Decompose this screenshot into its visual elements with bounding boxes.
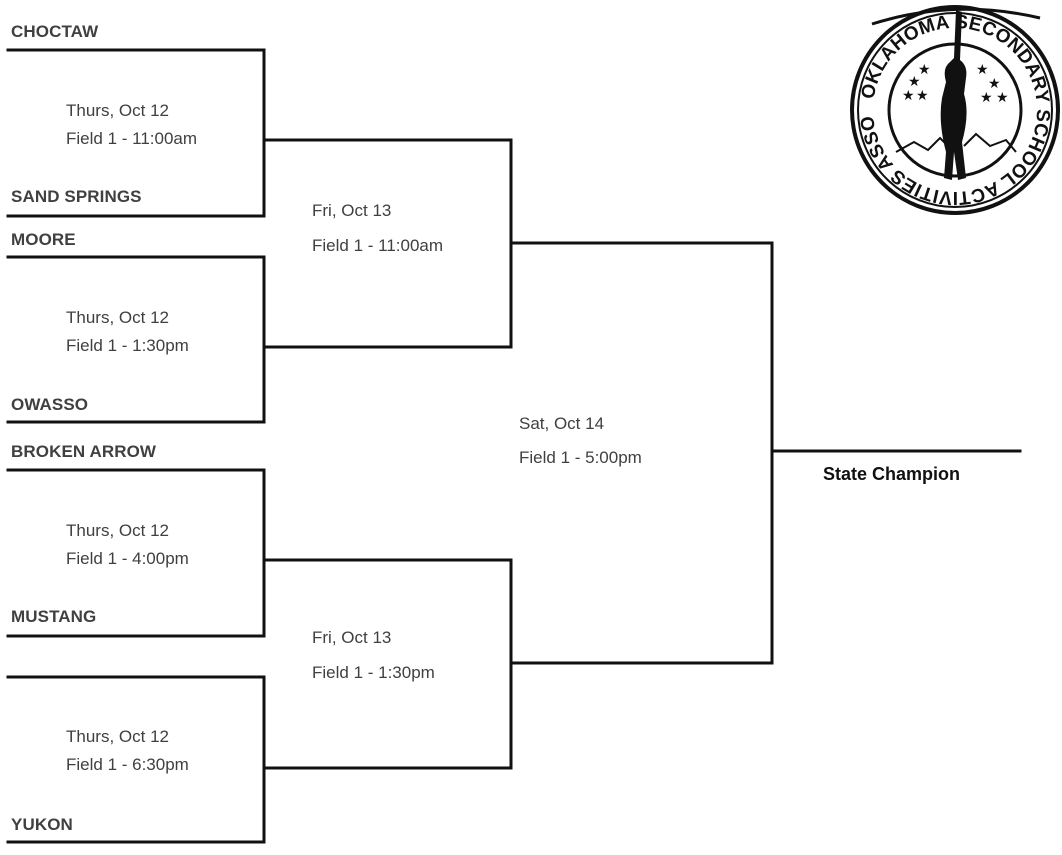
svg-text:★: ★	[902, 88, 915, 104]
state-champion-label: State Champion	[823, 464, 961, 484]
svg-text:★: ★	[996, 90, 1009, 106]
game-field: Field 1 - 4:00pm	[66, 549, 189, 568]
game-field: Field 1 - 6:30pm	[66, 755, 189, 774]
svg-text:★: ★	[988, 76, 1001, 92]
svg-text:★: ★	[916, 88, 929, 104]
final-game-info: Sat, Oct 14 Field 1 - 5:00pm	[519, 407, 642, 475]
game-date: Thurs, Oct 12	[66, 521, 169, 540]
svg-text:★: ★	[976, 62, 989, 78]
r1-game3-bracket	[6, 468, 266, 638]
game-field: Field 1 - 11:00am	[66, 129, 198, 148]
r1-game2-info: Thurs, Oct 12 Field 1 - 1:30pm	[66, 304, 189, 360]
game-field: Field 1 - 5:00pm	[519, 448, 642, 467]
team-sand-springs: SAND SPRINGS	[11, 187, 142, 206]
r1-game4-info: Thurs, Oct 12 Field 1 - 6:30pm	[66, 723, 189, 779]
r1-game1-info: Thurs, Oct 12 Field 1 - 11:00am	[66, 97, 197, 153]
game-date: Fri, Oct 13	[312, 201, 392, 220]
team-moore: MOORE	[11, 230, 76, 249]
game-date: Thurs, Oct 12	[66, 727, 169, 746]
team-broken-arrow: BROKEN ARROW	[11, 442, 157, 461]
svg-text:★: ★	[918, 62, 931, 78]
team-yukon: YUKON	[11, 815, 73, 834]
team-mustang: MUSTANG	[11, 607, 97, 626]
final-bracket	[509, 241, 774, 665]
game-date: Fri, Oct 13	[312, 628, 392, 647]
ossaa-seal-icon: OKLAHOMA SECONDARY SCHOOL ACTIVITIES ASS…	[850, 2, 1060, 215]
r2-game2-info: Fri, Oct 13 Field 1 - 1:30pm	[312, 620, 435, 690]
game-field: Field 1 - 1:30pm	[312, 663, 435, 682]
game-field: Field 1 - 1:30pm	[66, 336, 189, 355]
game-field: Field 1 - 11:00am	[312, 236, 444, 255]
team-choctaw: CHOCTAW	[11, 22, 99, 41]
r2-game1-info: Fri, Oct 13 Field 1 - 11:00am	[312, 193, 443, 263]
r1-game3-info: Thurs, Oct 12 Field 1 - 4:00pm	[66, 517, 189, 573]
svg-text:★: ★	[980, 90, 993, 106]
r1-game2-bracket	[6, 255, 266, 424]
game-date: Thurs, Oct 12	[66, 101, 169, 120]
game-date: Sat, Oct 14	[519, 414, 605, 433]
r1-game1-bracket	[6, 48, 266, 218]
svg-text:★: ★	[908, 74, 921, 90]
game-date: Thurs, Oct 12	[66, 308, 169, 327]
team-owasso: OWASSO	[11, 395, 89, 414]
r1-game4-bracket	[6, 675, 266, 844]
